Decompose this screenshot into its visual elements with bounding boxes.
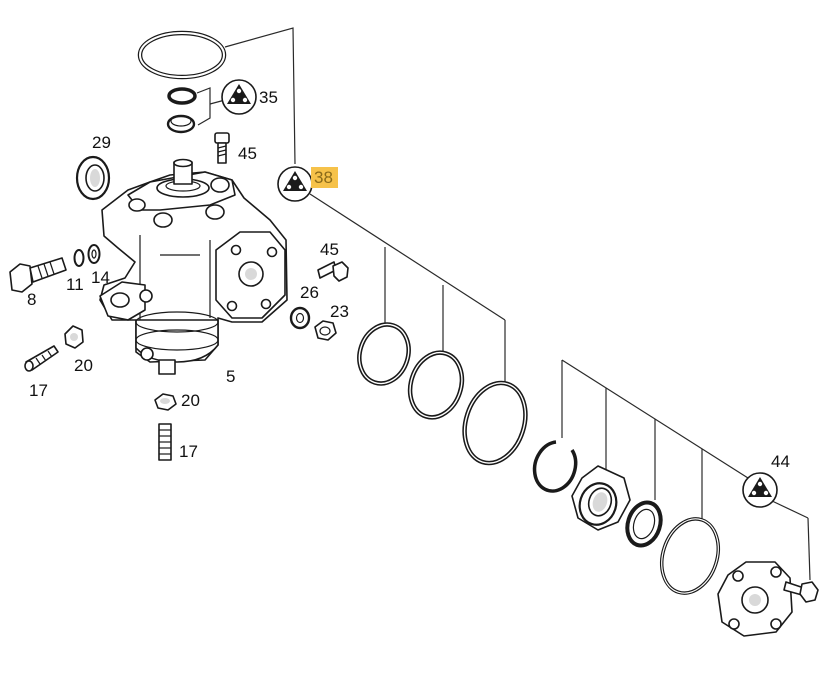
callout-45-mid: 45 bbox=[320, 240, 339, 259]
seal-29 bbox=[75, 155, 111, 201]
bolt-45-top bbox=[214, 132, 230, 164]
leader-lines bbox=[196, 27, 811, 581]
adjusting-screw-17-bottom bbox=[158, 423, 172, 461]
washer-14 bbox=[87, 244, 101, 264]
o-ring-44 bbox=[660, 517, 720, 595]
washer-26 bbox=[289, 306, 311, 330]
bolt-45-mid bbox=[317, 261, 349, 282]
leader-38-to-top-oring bbox=[224, 27, 296, 165]
callout-45-top: 45 bbox=[238, 144, 257, 163]
nut-20-bottom bbox=[154, 393, 177, 411]
steering-gear-housing bbox=[99, 158, 288, 375]
callout-20-left: 20 bbox=[74, 356, 93, 375]
repair-kit-icon-44 bbox=[742, 472, 778, 508]
callout-17-bottom: 17 bbox=[179, 442, 198, 461]
top-o-ring bbox=[137, 30, 227, 80]
callout-labels: 35 45 38 29 45 26 23 8 11 14 20 17 5 20 … bbox=[27, 88, 790, 471]
callout-14: 14 bbox=[91, 268, 110, 287]
leader-38-main bbox=[309, 193, 506, 321]
callout-38: 38 bbox=[314, 168, 333, 187]
callout-29: 29 bbox=[92, 133, 111, 152]
callout-8: 8 bbox=[27, 290, 36, 309]
small-seal-ring-lower bbox=[166, 114, 196, 134]
callout-5: 5 bbox=[226, 367, 235, 386]
callout-38-highlight bbox=[311, 167, 338, 188]
nut-20-left bbox=[64, 325, 84, 349]
needle-bearing-44 bbox=[571, 465, 631, 531]
cover-plate-44 bbox=[717, 561, 793, 637]
banjo-bolt-8 bbox=[9, 257, 67, 293]
leader-44-bolt-a bbox=[769, 499, 809, 519]
leader-35-bracket bbox=[196, 87, 211, 126]
leader-44-bolt-b bbox=[807, 517, 811, 581]
plug-23 bbox=[314, 320, 337, 341]
bolt-44 bbox=[783, 581, 819, 603]
repair-kit-icon-38 bbox=[277, 166, 313, 202]
seal-ring-38-2 bbox=[407, 350, 465, 420]
adjusting-screw-17-left bbox=[24, 345, 59, 372]
repair-kit-icon-35 bbox=[221, 79, 257, 115]
callout-35: 35 bbox=[259, 88, 278, 107]
washer-11 bbox=[73, 249, 85, 267]
callout-23: 23 bbox=[330, 302, 349, 321]
seal-ring-38-3 bbox=[462, 380, 528, 466]
seal-ring-38-1 bbox=[357, 322, 411, 386]
callout-20-bottom: 20 bbox=[181, 391, 200, 410]
callout-11: 11 bbox=[66, 275, 84, 294]
snap-ring-44 bbox=[532, 440, 578, 493]
small-o-ring-upper bbox=[167, 87, 197, 105]
shaft-seal-44 bbox=[625, 500, 663, 548]
callout-26: 26 bbox=[300, 283, 319, 302]
callout-44: 44 bbox=[771, 452, 790, 471]
callout-17-left: 17 bbox=[29, 381, 48, 400]
